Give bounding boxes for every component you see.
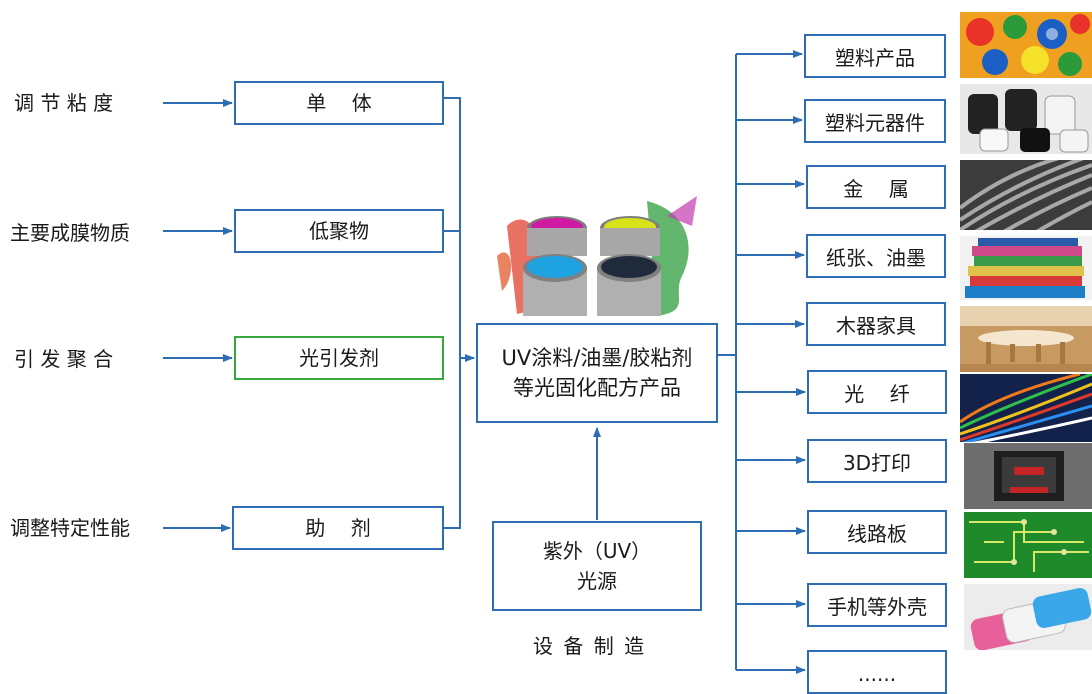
plastic-parts-image [960,12,1092,78]
product-circuit-board: 线路板 [807,510,947,554]
component-monomer: 单 体 [234,81,444,125]
furniture-image [960,306,1092,372]
product-more: ...... [807,650,947,694]
cable-gland-image [960,84,1092,154]
product-wood-furniture: 木器家具 [806,302,946,346]
component-photoinitiator: 光引发剂 [234,336,444,380]
product-metal: 金 属 [806,165,946,209]
3d-printer-image [964,443,1092,509]
books-image [960,236,1092,300]
input-label-viscosity: 调 节 粘 度 [14,91,114,115]
paint-cans-image [497,196,699,318]
phone-case-image [964,584,1092,650]
equipment-label: 设 备 制 造 [533,634,647,658]
component-bracket [444,97,461,529]
product-3d-printing: 3D打印 [807,439,947,483]
input-label-performance: 调整特定性能 [10,516,130,540]
center-product-box: UV涂料/油墨/胶粘剂 等光固化配方产品 [476,323,718,423]
product-phone-case: 手机等外壳 [807,583,947,627]
product-plastic: 塑料产品 [804,34,946,78]
component-additive: 助 剂 [232,506,444,550]
light-source-line-1: 紫外（UV） [542,539,652,563]
product-paper-ink: 纸张、油墨 [806,234,946,278]
circuit-board-image [964,512,1092,578]
product-optical-fiber: 光 纤 [807,370,947,414]
center-line-2: 等光固化配方产品 [513,376,681,400]
metal-cable-image [960,160,1092,230]
center-line-1: UV涂料/油墨/胶粘剂 [501,346,693,370]
component-oligomer: 低聚物 [234,209,444,253]
light-source-line-2: 光源 [577,569,617,593]
product-plastic-components: 塑料元器件 [804,99,946,143]
input-label-film: 主要成膜物质 [10,221,130,245]
optical-fiber-image [960,374,1092,442]
light-source-box: 紫外（UV） 光源 [492,521,702,611]
input-label-initiate: 引 发 聚 合 [14,347,114,371]
